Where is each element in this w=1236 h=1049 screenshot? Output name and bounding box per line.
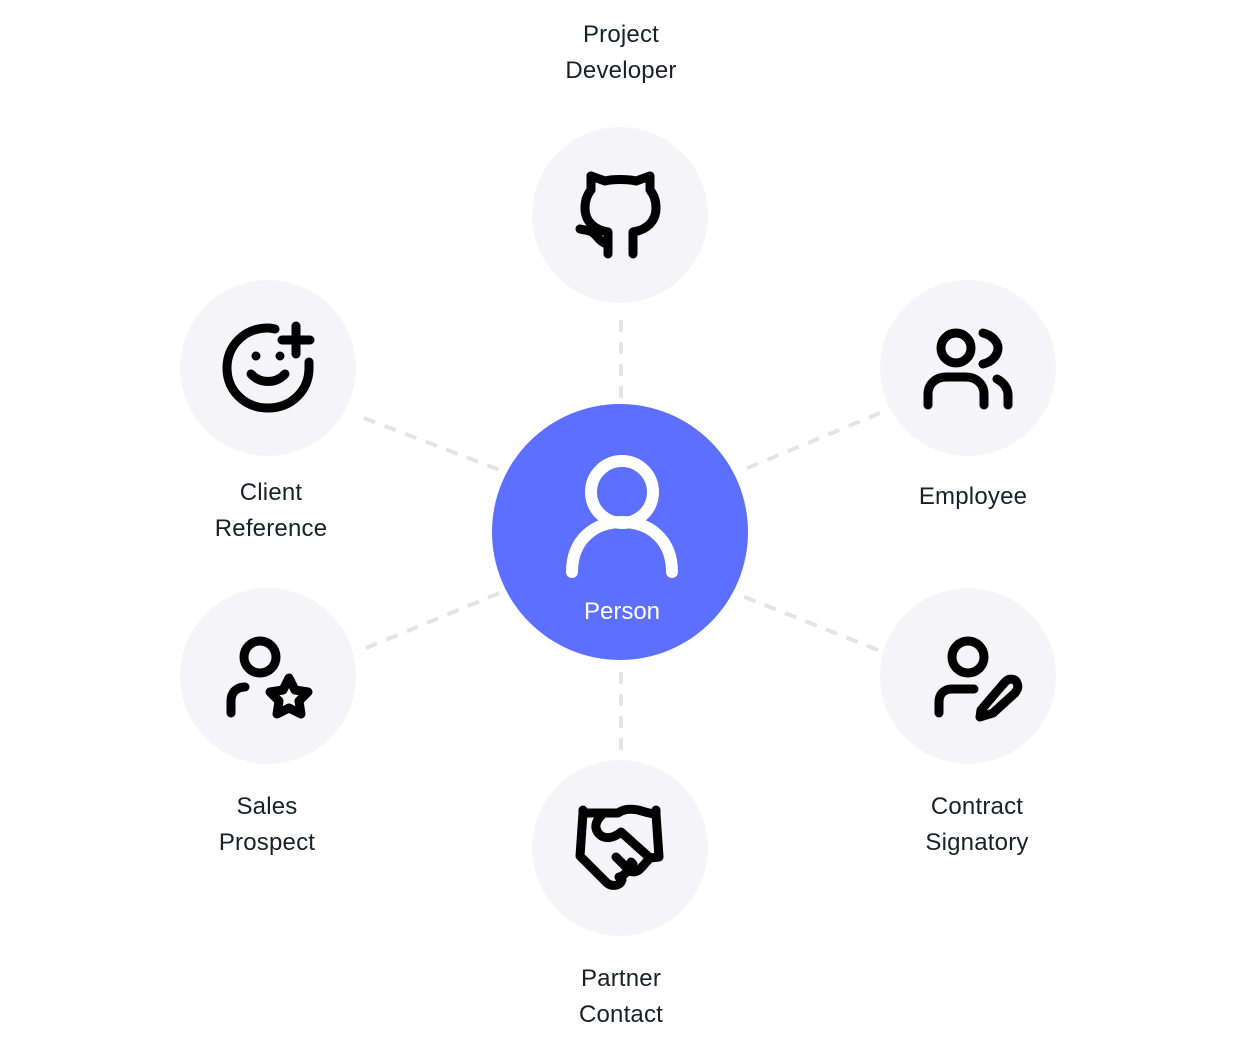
label-line: Client <box>239 479 303 506</box>
label-line: Contract <box>930 793 1024 820</box>
node-project-developer <box>532 127 708 303</box>
user-icon <box>566 455 678 578</box>
node-client-reference <box>180 280 356 456</box>
node-employee <box>880 280 1056 456</box>
node-person <box>492 404 748 660</box>
github-icon <box>575 171 661 259</box>
label-partner-contact: Partner Contact <box>579 961 663 1033</box>
node-sales-prospect <box>180 588 356 764</box>
label-line: Signatory <box>925 829 1029 856</box>
connectors <box>363 320 881 752</box>
label-line: Employee <box>918 483 1028 510</box>
label-line: Partner <box>580 965 662 992</box>
user-star-icon <box>226 636 313 719</box>
label-line: Sales <box>236 793 298 820</box>
label-contract-signatory: Contract Signatory <box>925 789 1028 861</box>
label-line: Developer <box>565 57 677 84</box>
smiley-plus-icon <box>222 321 315 413</box>
user-pen-icon <box>934 636 1023 722</box>
connector-lower-right <box>736 592 879 652</box>
connector-upper-left <box>363 416 506 474</box>
label-client-reference: Client Reference <box>215 475 328 547</box>
connector-lower-left <box>365 588 508 650</box>
label-line: Project <box>582 21 660 48</box>
label-employee: Employee <box>919 479 1027 515</box>
handshake-icon <box>575 804 664 890</box>
label-sales-prospect: Sales Prospect <box>219 789 315 861</box>
label-line: Prospect <box>218 829 316 856</box>
connector-upper-right <box>737 411 881 474</box>
node-partner-contact <box>532 760 708 936</box>
center-label: Person <box>583 598 661 625</box>
label-line: Contact <box>578 1001 664 1028</box>
label-line: Reference <box>214 515 328 542</box>
label-project-developer: Project Developer <box>565 17 676 89</box>
users-icon <box>923 328 1013 410</box>
